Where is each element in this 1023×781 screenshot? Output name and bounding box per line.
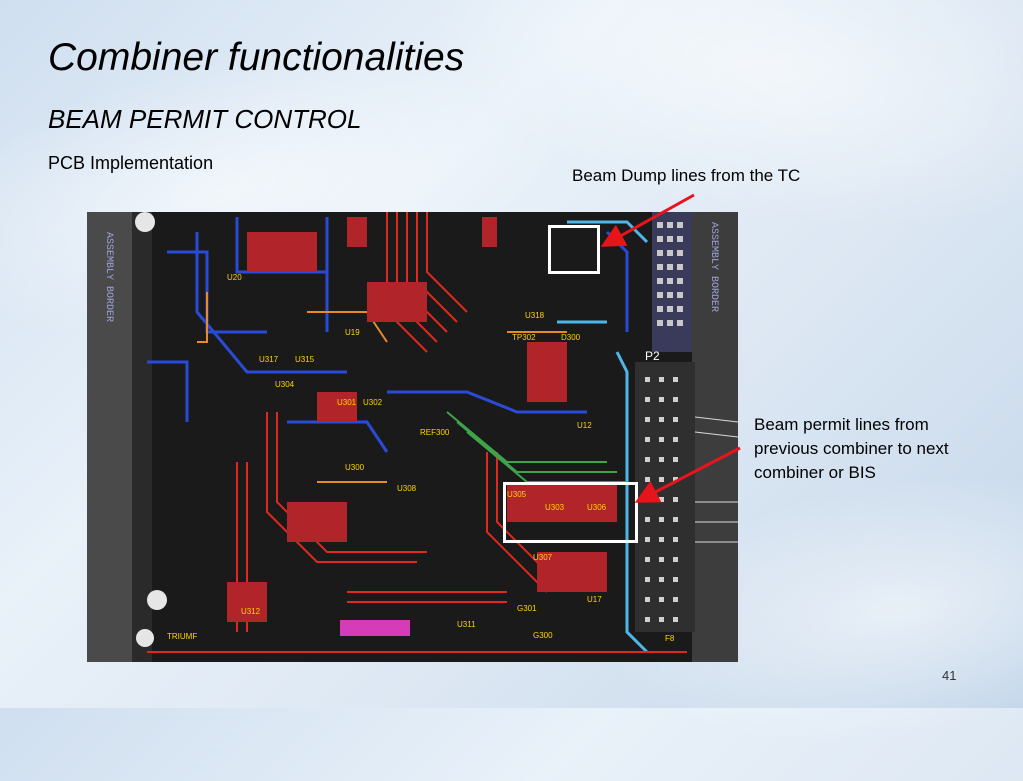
slide-title: Combiner functionalities: [48, 36, 465, 79]
pcb-label-tp302: TP302: [512, 333, 536, 342]
pcb-label-p2: P2: [645, 349, 660, 363]
pcb-label-u12: U12: [577, 421, 592, 430]
pcb-label-u315: U315: [295, 355, 315, 364]
pcb-label-u19: U19: [345, 328, 360, 337]
page-number: 41: [942, 668, 957, 683]
pcb-label-u303: U303: [545, 503, 565, 512]
pcb-layout-image: U20 U19 U318 U317 U315 U304 U301 U302 RE…: [87, 212, 738, 662]
pcb-label-u308: U308: [397, 484, 417, 493]
pcb-chip: [367, 282, 427, 322]
beam-permit-callout: Beam permit lines from previous combiner…: [754, 415, 949, 482]
pcb-chip: [317, 392, 357, 422]
pcb-label-right-border: ASSEMBLY BORDER: [708, 222, 719, 312]
pcb-label-u20: U20: [227, 273, 242, 282]
pcb-label-u318: U318: [525, 311, 545, 320]
mounting-hole: [135, 212, 155, 232]
beam-dump-arrow: [600, 193, 695, 247]
pcb-component-strip: [340, 620, 410, 636]
pcb-label-u300: U300: [345, 463, 365, 472]
pcb-chip: [347, 217, 367, 247]
pcb-label-u304: U304: [275, 380, 295, 389]
pcb-label-u301: U301: [337, 398, 357, 407]
mounting-hole: [136, 629, 154, 647]
pcb-label-f8: F8: [665, 634, 675, 643]
pcb-chip: [227, 582, 267, 622]
pcb-label-u312: U312: [241, 607, 261, 616]
pcb-label-u302: U302: [363, 398, 383, 407]
pcb-label-d300: D300: [561, 333, 581, 342]
pcb-left-panel: [87, 212, 132, 662]
pcb-label-u17: U17: [587, 595, 602, 604]
pcb-label-g301: G301: [517, 604, 537, 613]
pcb-label-left-border: ASSEMBLY BORDER: [103, 232, 114, 322]
pcb-label-g300: G300: [533, 631, 553, 640]
pcb-drawing: U20 U19 U318 U317 U315 U304 U301 U302 RE…: [87, 212, 738, 662]
pcb-chip: [527, 342, 567, 402]
pcb-label-u311: U311: [457, 620, 476, 629]
pcb-label-u306: U306: [587, 503, 607, 512]
callout-arrows: [600, 193, 741, 503]
section-label: PCB Implementation: [48, 153, 214, 173]
beam-permit-arrow: [634, 446, 741, 503]
pcb-chip: [482, 217, 497, 247]
pcb-label-ref300: REF300: [420, 428, 450, 437]
slide-subtitle: BEAM PERMIT CONTROL: [48, 104, 362, 134]
pcb-label-u307: U307: [533, 553, 553, 562]
pcb-right-panel: [692, 212, 738, 662]
pcb-chip: [247, 232, 317, 272]
pcb-label-u317: U317: [259, 355, 279, 364]
pcb-chip: [507, 482, 617, 522]
beam-permit-highlight-box: [503, 482, 638, 543]
pcb-label-u305: U305: [507, 490, 527, 499]
pcb-label-triumf: TRIUMF: [167, 632, 197, 641]
beam-dump-callout: Beam Dump lines from the TC: [572, 166, 801, 185]
pcb-chip: [287, 502, 347, 542]
beam-dump-highlight-box: [548, 225, 600, 274]
pcb-chip: [537, 552, 607, 592]
mounting-hole: [147, 590, 167, 610]
